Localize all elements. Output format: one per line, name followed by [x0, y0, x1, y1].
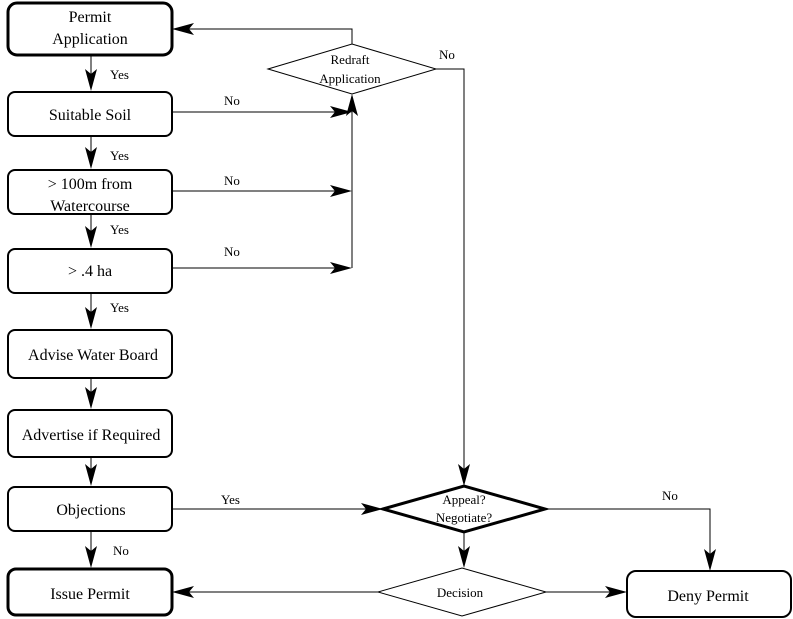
- decision-label: Decision: [437, 585, 484, 600]
- connector-appeal-no-to-deny: [545, 508, 716, 571]
- arrowhead: [458, 546, 470, 568]
- deny-permit-box[interactable]: Deny Permit: [626, 570, 792, 618]
- connector-objections-to-issue: [85, 531, 97, 568]
- advise-water-board-box[interactable]: Advise Water Board: [7, 329, 173, 379]
- area-size-box[interactable]: > .4 ha: [7, 248, 173, 294]
- connector-appeal-to-decision: [458, 532, 470, 568]
- connector-watercourse-to-area: [85, 214, 97, 248]
- arrowhead: [172, 23, 194, 35]
- arrowhead: [346, 94, 358, 116]
- edge-label-no: No: [662, 488, 678, 503]
- permit-application-box[interactable]: Permit Application: [6, 1, 174, 57]
- edge-label-no: No: [224, 93, 240, 108]
- permit-application-label-line1: Permit: [69, 9, 112, 26]
- redraft-label-line2: Application: [319, 71, 381, 86]
- decision-diamond[interactable]: Decision: [376, 567, 548, 617]
- appeal-negotiate-diamond[interactable]: Appeal? Negotiate?: [377, 484, 551, 534]
- connector-area-no-to-redraft: [172, 262, 352, 274]
- arrowhead: [330, 106, 352, 118]
- deny-permit-label: Deny Permit: [667, 588, 749, 605]
- connector-watercourse-no-to-redraft: [172, 185, 352, 197]
- suitable-soil-box[interactable]: Suitable Soil: [7, 91, 173, 137]
- edge-label-no: No: [224, 244, 240, 259]
- edge-label-yes: Yes: [110, 67, 129, 82]
- connector-advertise-to-objections: [85, 457, 97, 486]
- watercourse-label-line2: Watercourse: [50, 198, 130, 215]
- edge-label-no: No: [224, 173, 240, 188]
- arrowhead: [330, 262, 352, 274]
- arrowhead: [85, 387, 97, 409]
- arrowhead: [85, 546, 97, 568]
- permit-application-label-line2: Application: [52, 31, 128, 48]
- connector-redraft-to-permit: [172, 23, 353, 44]
- suitable-soil-label: Suitable Soil: [49, 107, 132, 124]
- issue-permit-label: Issue Permit: [50, 586, 130, 603]
- appeal-label-line1: Appeal?: [442, 492, 486, 507]
- arrowhead: [85, 307, 97, 329]
- connector-area-to-advise: [85, 293, 97, 329]
- arrowhead: [704, 549, 716, 571]
- connector-decision-to-deny: [546, 586, 627, 598]
- objections-label: Objections: [56, 502, 125, 519]
- connector-advise-to-advertise: [85, 378, 97, 409]
- redraft-label-line1: Redraft: [331, 52, 370, 67]
- issue-permit-box[interactable]: Issue Permit: [6, 567, 174, 617]
- connector-permit-to-soil: [85, 55, 97, 91]
- edge-label-yes: Yes: [110, 148, 129, 163]
- arrowhead: [361, 503, 383, 515]
- edge-label-yes: Yes: [221, 492, 240, 507]
- arrowhead: [85, 226, 97, 248]
- arrowhead: [85, 464, 97, 486]
- appeal-label-line2: Negotiate?: [436, 510, 493, 525]
- edge-label-no: No: [113, 543, 129, 558]
- advertise-label: Advertise if Required: [22, 427, 161, 444]
- edge-label-yes: Yes: [110, 222, 129, 237]
- advertise-box[interactable]: Advertise if Required: [7, 409, 173, 458]
- arrowhead: [85, 69, 97, 91]
- arrowhead: [330, 185, 352, 197]
- redraft-application-diamond[interactable]: Redraft Application: [266, 43, 438, 95]
- arrowhead: [85, 147, 97, 169]
- arrowhead: [458, 464, 470, 486]
- area-size-label: > .4 ha: [68, 263, 112, 280]
- watercourse-distance-box[interactable]: > 100m from Watercourse: [7, 169, 173, 215]
- connector-decision-to-issue: [172, 586, 378, 598]
- connector-soil-no-to-redraft: [172, 106, 352, 118]
- arrowhead: [172, 586, 194, 598]
- edge-label-yes: Yes: [110, 300, 129, 315]
- connector-objections-yes-to-appeal: [172, 503, 383, 515]
- connector-redraft-no-to-appeal: [436, 68, 470, 486]
- advise-water-board-label: Advise Water Board: [28, 347, 158, 364]
- objections-box[interactable]: Objections: [7, 486, 173, 532]
- arrowhead: [605, 586, 627, 598]
- edge-label-no: No: [439, 47, 455, 62]
- watercourse-label-line1: > 100m from: [48, 176, 133, 193]
- connector-collector-up-to-redraft: [346, 94, 358, 268]
- connector-soil-to-watercourse: [85, 136, 97, 169]
